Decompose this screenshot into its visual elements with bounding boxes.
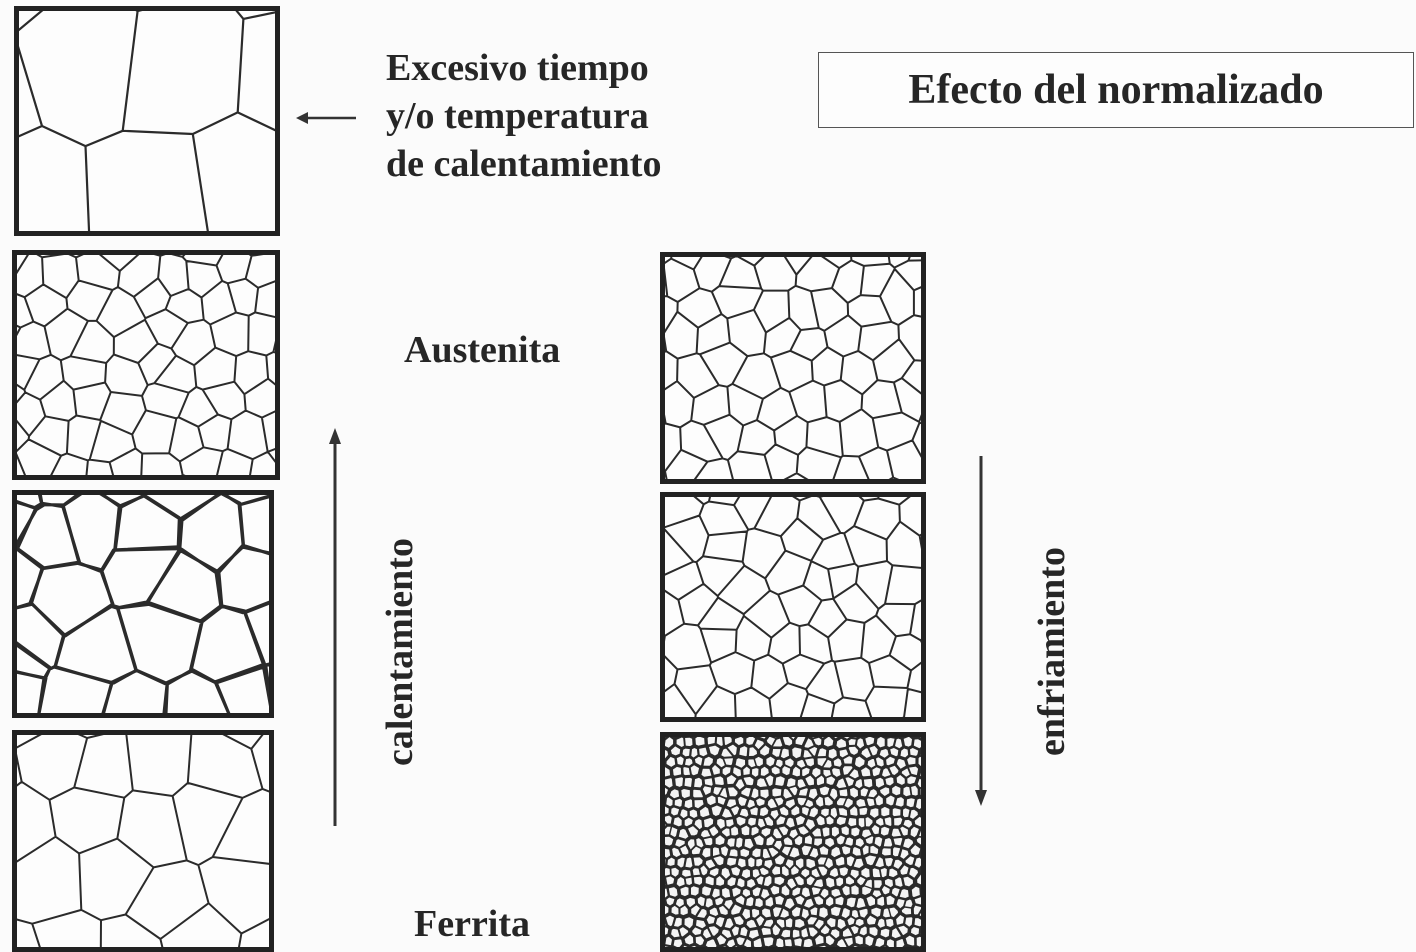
note-line-2: y/o temperatura: [386, 95, 649, 137]
grain-boundaries: [665, 497, 921, 717]
grain-boundaries: [19, 11, 275, 231]
grain-structure: [17, 735, 269, 947]
microstructure-panel-austenite-heating: [12, 250, 280, 480]
diagram-title: Efecto del normalizado: [908, 67, 1324, 113]
note-line-3: de calentamiento: [386, 143, 662, 185]
heating-arrow-icon: [329, 428, 341, 826]
grain-structure: [17, 495, 269, 713]
grain-structure: [665, 257, 921, 479]
grain-boundaries: [17, 255, 275, 475]
grain-structure: [665, 497, 921, 717]
title-box: Efecto del normalizado: [818, 52, 1414, 128]
grain-boundaries: [17, 495, 269, 713]
note-line-1: Excesivo tiempo: [386, 47, 649, 89]
grain-structure: [19, 11, 275, 231]
excessive-heating-note: Excesivo tiempo y/o temperatura de calen…: [386, 44, 661, 188]
cooling-arrow-icon: [975, 456, 987, 806]
grain-structure: [665, 737, 921, 947]
grain-boundaries: [665, 257, 921, 479]
label-enfriamiento: enfriamiento: [1031, 547, 1073, 756]
microstructure-panel-transformation-heating: [12, 490, 274, 718]
label-calentamiento: calentamiento: [379, 538, 421, 766]
microstructure-panel-austenite-cooling: [660, 252, 926, 484]
pointer-arrow-icon: [296, 112, 356, 124]
microstructure-panel-excessive-heating: [14, 6, 280, 236]
label-ferrita: Ferrita: [414, 903, 531, 945]
microstructure-panel-transformation-cooling: [660, 492, 926, 722]
grain-structure: [17, 255, 275, 475]
grain-boundaries: [17, 735, 269, 947]
microstructure-panel-normalized-ferrite: [660, 732, 926, 952]
label-austenita: Austenita: [404, 329, 561, 371]
grain-boundaries: [665, 737, 921, 947]
microstructure-panel-initial-ferrite: [12, 730, 274, 952]
